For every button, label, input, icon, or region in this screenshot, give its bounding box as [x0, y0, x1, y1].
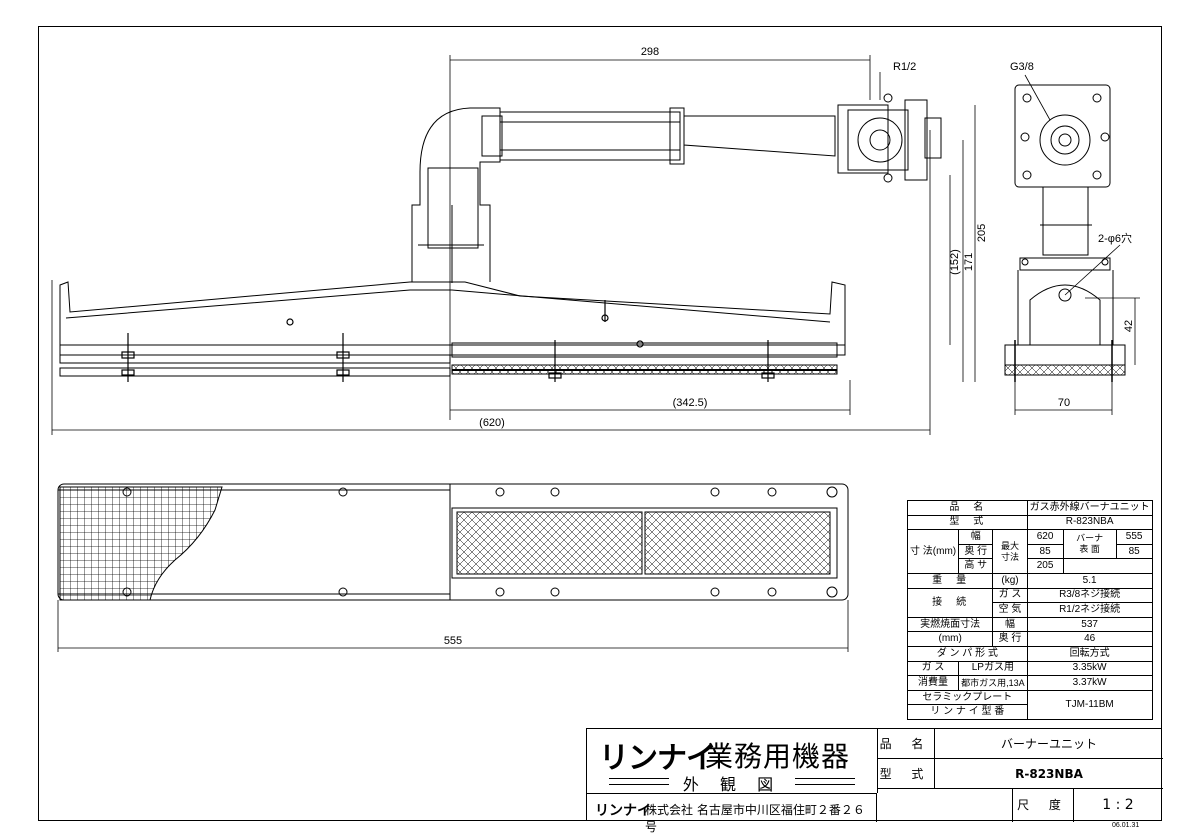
model-value: R-823NBA — [1015, 767, 1083, 781]
title-block: リンナイ 業務用機器 外 観 図 リンナイ 株式会社 名古屋市中川区福住町２番２… — [586, 728, 1163, 834]
dim-g38-label: G3/8 — [1010, 61, 1034, 73]
divider — [609, 778, 669, 785]
dim-hole-label: 2-φ6穴 — [1098, 231, 1132, 245]
dim-171-label: 171 — [963, 253, 975, 271]
model-label: 型 式 — [877, 759, 935, 788]
brand-subtitle: 業務用機器 — [705, 740, 851, 773]
scale-label: 尺 度 — [1012, 789, 1074, 822]
dim-42-label: 42 — [1123, 320, 1135, 332]
dim-3425-label: (342.5) — [673, 397, 708, 409]
dim-r12-label: R1/2 — [893, 61, 916, 73]
name-label: 品 名 — [877, 729, 935, 758]
side-view — [1004, 84, 1126, 382]
company-brand: リンナイ — [595, 803, 651, 819]
view-title: 外 観 図 — [682, 775, 782, 794]
scale-row: 尺 度 1 : 2 — [877, 789, 1163, 822]
company-address: 株式会社 名古屋市中川区福住町２番２６号 — [645, 803, 865, 834]
name-value: バーナーユニット — [1000, 737, 1097, 751]
plan-view — [57, 483, 849, 601]
divider — [795, 778, 855, 785]
date-stamp: 06.01.31 — [1112, 822, 1140, 829]
scale-value: 1 : 2 — [1102, 797, 1134, 813]
dim-152-label: (152) — [949, 249, 961, 275]
dim-205-label: 205 — [976, 224, 988, 242]
name-row: 品 名 バーナーユニット — [877, 729, 1163, 759]
model-row: 型 式 R-823NBA — [877, 759, 1163, 789]
dim-620-label: (620) — [479, 417, 505, 429]
dim-555-label: 555 — [444, 635, 462, 647]
dim-70-label: 70 — [1058, 397, 1070, 409]
dim-298-label: 298 — [641, 46, 659, 58]
company-info: リンナイ 株式会社 名古屋市中川区福住町２番２６号 — [587, 793, 877, 834]
brand-area: リンナイ 業務用機器 外 観 図 — [587, 729, 878, 794]
brand-logo: リンナイ — [599, 741, 716, 776]
front-view — [59, 93, 942, 382]
svg-text:298: 298 — [641, 46, 659, 58]
dimension-lines — [51, 55, 1140, 652]
